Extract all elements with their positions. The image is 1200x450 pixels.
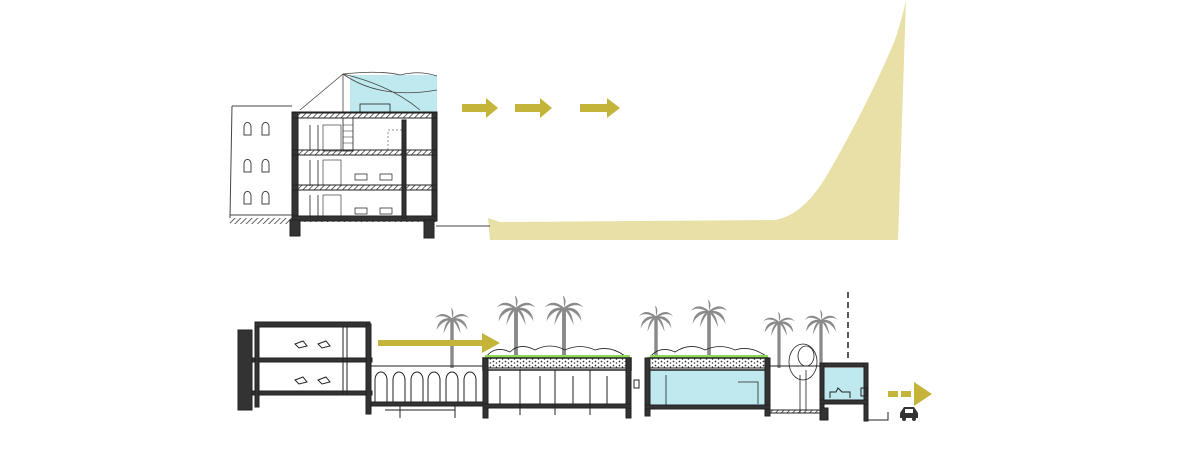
pool-building (644, 346, 771, 417)
long-arrow-icon (378, 333, 500, 353)
arrow-icon (515, 98, 552, 118)
exit-arrow-icon (888, 382, 932, 406)
neighbour-building (229, 105, 292, 219)
glass-canopy (350, 75, 437, 112)
palm-tree-icon (804, 310, 838, 368)
palm-tree-icon (496, 296, 536, 364)
arcade (370, 365, 484, 418)
palm-tree-icon (434, 308, 470, 368)
bottom-section (237, 292, 932, 422)
palm-tree-icon (690, 300, 728, 364)
arrow-icon (462, 98, 498, 118)
green-roof-building-1 (482, 345, 640, 419)
right-building (769, 343, 889, 422)
top-section-building (229, 0, 906, 240)
palm-tree-icon (544, 296, 584, 364)
left-building-section (237, 321, 373, 415)
car-icon (900, 407, 918, 421)
yellow-wave-shape (488, 0, 906, 240)
flow-arrows (462, 98, 620, 118)
main-building-section (289, 103, 438, 239)
arrow-icon (580, 98, 620, 118)
